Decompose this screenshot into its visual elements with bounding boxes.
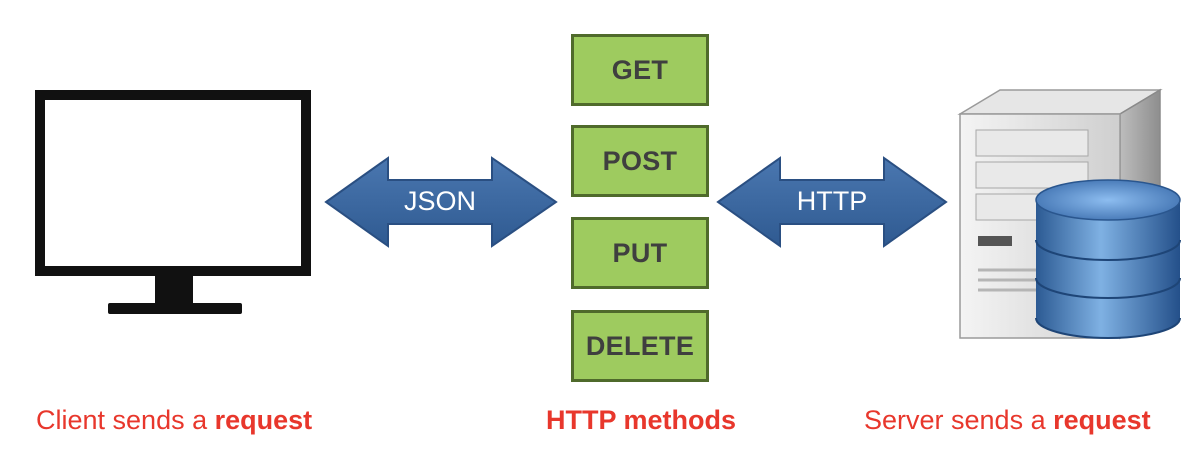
client-caption-bold: request [214, 405, 313, 435]
method-label: POST [602, 145, 678, 176]
client-caption: Client sends a request [36, 402, 312, 438]
methods-caption: HTTP methods [546, 402, 736, 438]
server-caption: Server sends a request [864, 402, 1151, 438]
method-get-box: GET [571, 34, 709, 106]
method-put-box: PUT [571, 217, 709, 289]
method-post-box: POST [571, 125, 709, 197]
database-icon [1035, 179, 1181, 339]
http-arrow-label: HTTP [796, 186, 868, 216]
client-caption-text: Client sends a [36, 405, 215, 435]
method-delete-box: DELETE [571, 310, 709, 382]
method-label: GET [611, 54, 669, 85]
method-label: DELETE [585, 330, 695, 361]
server-tower-icon [957, 88, 1163, 340]
server-caption-text: Server sends a [864, 405, 1054, 435]
method-label: PUT [612, 237, 668, 268]
json-arrow-label: JSON [403, 186, 476, 216]
monitor-icon [35, 90, 311, 314]
methods-caption-text: HTTP methods [546, 405, 737, 435]
server-caption-bold: request [1053, 405, 1151, 435]
